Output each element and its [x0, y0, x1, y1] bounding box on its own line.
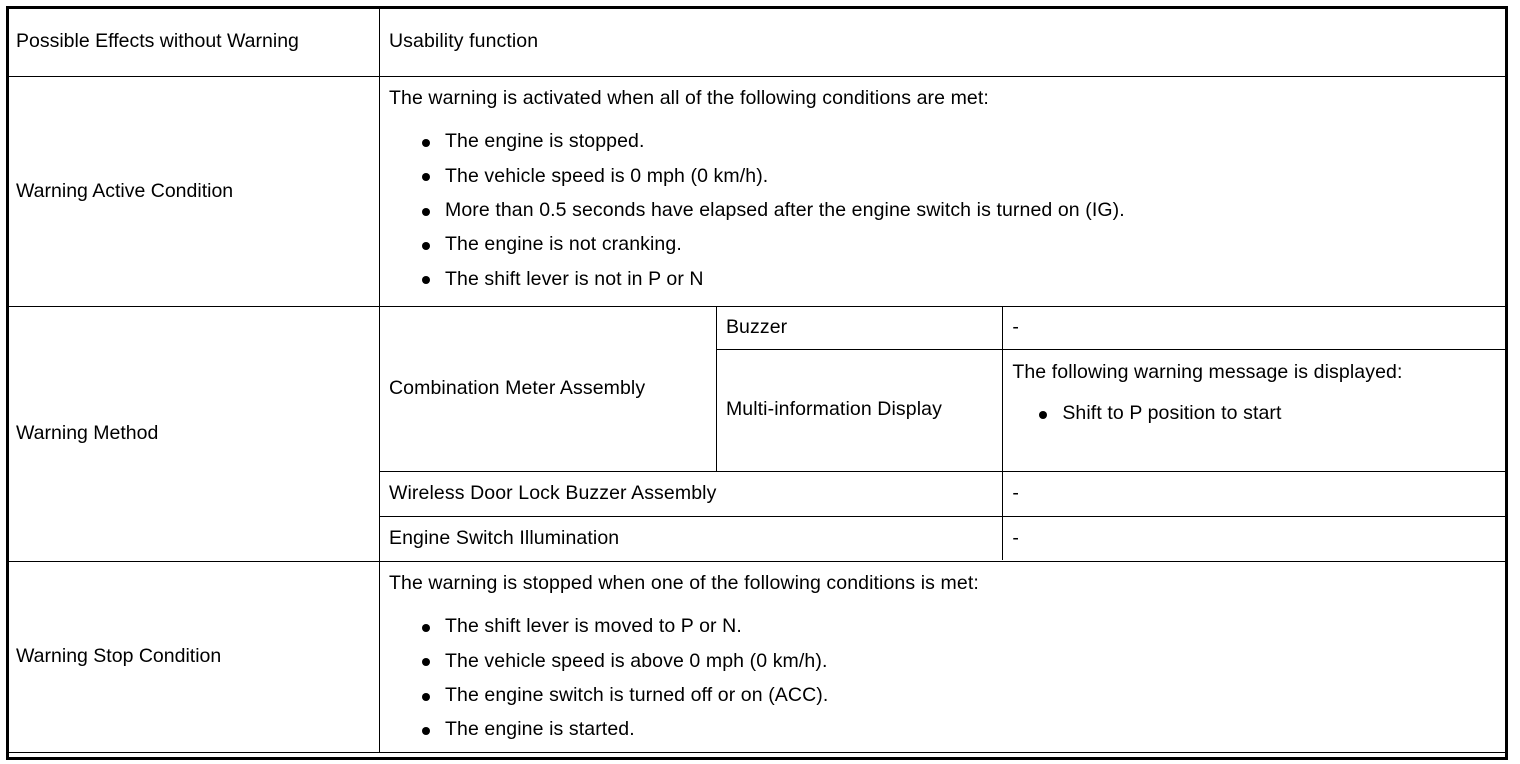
component-value-wireless-door-lock-buzzer-assembly: - — [1012, 481, 1019, 504]
row-label-warning-method: Warning Method — [16, 422, 159, 445]
bullet-icon — [422, 173, 430, 182]
row-label-cell-warning-method: Warning Method — [6, 306, 380, 562]
list-item-label: More than 0.5 seconds have elapsed after… — [445, 199, 1125, 222]
row-label-warning-active-condition: Warning Active Condition — [16, 179, 234, 202]
subcomponent-value-buzzer: - — [1012, 316, 1019, 339]
row-label-possible-effects: Possible Effects without Warning — [16, 29, 299, 52]
warning-method-inner-wrapper: Combination Meter Assembly Buzzer - — [379, 306, 1507, 562]
row-label-warning-stop-condition: Warning Stop Condition — [16, 645, 222, 668]
list-item: The shift lever is moved to P or N. — [422, 614, 1497, 639]
list-item: The shift lever is not in P or N — [422, 267, 1497, 292]
subcomponent-label-multi-information-display: Multi-information Display — [725, 398, 942, 421]
component-label-engine-switch-illumination: Engine Switch Illumination — [389, 526, 620, 549]
list-item-label: The engine is not cranking. — [445, 233, 682, 256]
warning-active-intro: The warning is activated when all of the… — [389, 87, 989, 109]
bullet-icon — [422, 276, 430, 285]
bullet-icon — [422, 624, 430, 633]
list-item: The vehicle speed is above 0 mph (0 km/h… — [422, 649, 1497, 674]
row-label-cell-warning-active-condition: Warning Active Condition — [6, 76, 380, 307]
list-item: The engine is not cranking. — [422, 232, 1497, 257]
list-item-label: The engine is started. — [445, 718, 635, 741]
list-item-label: The shift lever is not in P or N — [445, 267, 704, 290]
component-label-wireless-door-lock-buzzer-assembly: Wireless Door Lock Buzzer Assembly — [389, 481, 717, 504]
bullet-icon — [422, 727, 430, 736]
list-item-label: The engine is stopped. — [445, 130, 645, 153]
table-row: Combination Meter Assembly Buzzer - — [380, 307, 1507, 472]
table-row: Warning Stop Condition The warning is st… — [6, 561, 1508, 753]
bullet-icon — [422, 207, 430, 216]
bullet-icon — [422, 692, 430, 701]
table-row: Wireless Door Lock Buzzer Assembly - — [380, 470, 1507, 517]
bullet-icon — [1039, 410, 1048, 419]
row-label-cell-possible-effects: Possible Effects without Warning — [6, 6, 380, 77]
list-item: The engine switch is turned off or on (A… — [422, 683, 1497, 708]
subcomponent-value-cell-multi-information-display: The following warning message is display… — [1002, 348, 1507, 472]
component-value-engine-switch-illumination: - — [1012, 526, 1019, 549]
warning-method-table: Combination Meter Assembly Buzzer - — [380, 307, 1507, 560]
list-item-label: The vehicle speed is 0 mph (0 km/h). — [445, 164, 769, 187]
subcomponent-cell-buzzer: Buzzer — [715, 307, 1004, 350]
list-item: Shift to P position to start — [1039, 401, 1497, 426]
specification-table: Possible Effects without Warning Usabili… — [6, 6, 1508, 753]
subcomponent-label-buzzer: Buzzer — [725, 316, 788, 339]
table-row: Warning Method Combination Meter Asse — [6, 306, 1507, 562]
component-cell-wireless-door-lock-buzzer-assembly: Wireless Door Lock Buzzer Assembly — [380, 470, 1004, 517]
warning-stop-intro: The warning is stopped when one of the f… — [389, 572, 979, 594]
subcomponent-value-cell-buzzer: - — [1002, 307, 1507, 350]
table-row: Possible Effects without Warning Usabili… — [6, 6, 1508, 77]
list-item-label: The vehicle speed is above 0 mph (0 km/h… — [445, 649, 828, 672]
bullet-icon — [422, 139, 430, 148]
list-item-label: Shift to P position to start — [1062, 401, 1282, 424]
list-item-label: The engine switch is turned off or on (A… — [445, 684, 829, 707]
table-row: Warning Active Condition The warning is … — [6, 76, 1508, 307]
bullet-icon — [422, 658, 430, 667]
multi-information-display-intro: The following warning message is display… — [1012, 360, 1403, 383]
row-value-cell-warning-stop-condition: The warning is stopped when one of the f… — [378, 561, 1508, 753]
multi-information-display-bullet-list: Shift to P position to start — [1012, 401, 1497, 426]
list-item-label: The shift lever is moved to P or N. — [445, 615, 742, 638]
row-value-cell-possible-effects: Usability function — [378, 6, 1508, 77]
list-item: The engine is started. — [422, 717, 1497, 742]
possible-effects-value: Usability function — [389, 29, 539, 52]
list-item: The vehicle speed is 0 mph (0 km/h). — [422, 164, 1497, 189]
warning-active-bullet-list: The engine is stopped. The vehicle speed… — [389, 129, 1497, 292]
row-value-cell-warning-active-condition: The warning is activated when all of the… — [378, 76, 1508, 307]
component-cell-combination-meter-assembly: Combination Meter Assembly — [380, 307, 717, 472]
component-cell-engine-switch-illumination: Engine Switch Illumination — [380, 515, 1004, 560]
subcomponent-cell-multi-information-display: Multi-information Display — [715, 348, 1004, 472]
component-label-combination-meter-assembly: Combination Meter Assembly — [389, 377, 646, 400]
warning-stop-bullet-list: The shift lever is moved to P or N. The … — [389, 614, 1497, 742]
component-value-cell-wireless-door-lock-buzzer-assembly: - — [1002, 470, 1507, 517]
list-item: More than 0.5 seconds have elapsed after… — [422, 198, 1497, 223]
row-label-cell-warning-stop-condition: Warning Stop Condition — [6, 561, 380, 753]
table-row: Engine Switch Illumination - — [380, 515, 1507, 560]
component-value-cell-engine-switch-illumination: - — [1002, 515, 1507, 560]
list-item: The engine is stopped. — [422, 129, 1497, 154]
bullet-icon — [422, 242, 430, 251]
